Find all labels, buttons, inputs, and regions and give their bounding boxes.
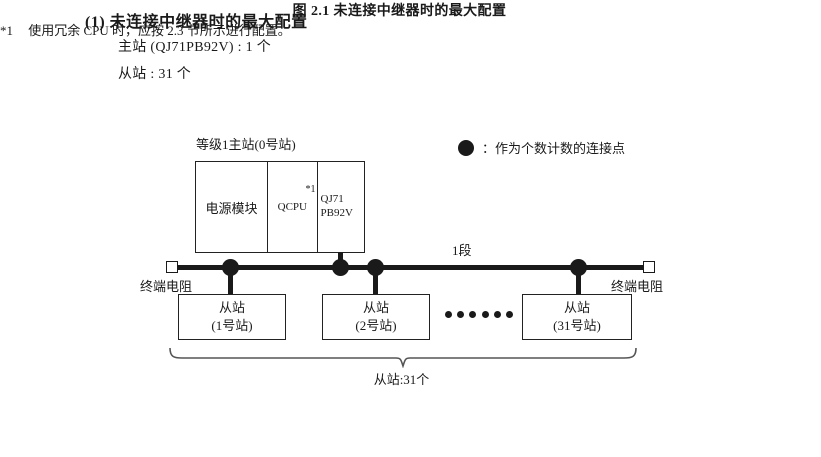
slave-count-text: 从站:31个 xyxy=(373,372,430,387)
slave-station-number: (1号站) xyxy=(211,318,253,333)
slave-station-box: 从站 (2号站) xyxy=(322,294,430,340)
cpu-footnote-mark: *1 xyxy=(305,184,316,195)
figure-caption-text: 图 2.1 未连接中继器时的最大配置 xyxy=(292,4,507,19)
legend: ：作为个数计数的连接点 xyxy=(458,138,625,157)
ellipsis-dot xyxy=(505,311,513,318)
segment-label: 1段 xyxy=(452,243,472,258)
figure-caption: 图 2.1 未连接中继器时的最大配置 xyxy=(0,0,821,20)
rack-cell-network-module: QJ71 PB92V xyxy=(318,162,364,252)
footnote: *1 使用冗余 CPU 时，应按 2.3 节所示进行配置。 xyxy=(0,20,821,39)
slave-drop-lead xyxy=(373,268,378,295)
terminator-right-label: 终端电阻 xyxy=(611,279,664,294)
section-number: (1) xyxy=(85,14,106,31)
power-module-label: 电源模块 xyxy=(205,200,258,216)
terminator-left-label: 终端电阻 xyxy=(140,279,193,294)
slave-station-box: 从站 (1号站) xyxy=(178,294,286,340)
slave-group-brace xyxy=(168,346,638,368)
bus-trunk-line xyxy=(175,265,645,270)
terminator-left-icon xyxy=(166,261,178,273)
slave-station-number: (2号站) xyxy=(355,318,397,333)
slave-station-box: 从站 (31号站) xyxy=(522,294,632,340)
connection-node-icon xyxy=(367,259,384,276)
ellipsis-dot xyxy=(445,311,452,318)
master-station-label: 等级1主站(0号站) xyxy=(196,137,296,152)
terminator-right-icon xyxy=(643,261,655,273)
slave-name: 从站 xyxy=(563,300,590,316)
slave-drop-lead xyxy=(576,268,581,295)
connection-node-icon xyxy=(570,259,587,276)
section-heading: (1) 未连接中继器时的最大配置 xyxy=(85,8,308,32)
connection-node-icon xyxy=(222,259,239,276)
ellipsis-dot xyxy=(469,311,477,318)
slave-drop-lead xyxy=(228,268,233,295)
rack-cell-power-module: 电源模块 xyxy=(196,162,269,252)
footnote-mark: *1 xyxy=(0,23,13,38)
master-rack: 电源模块 QCPU *1 QJ71 PB92V xyxy=(195,161,365,253)
slave-station-number: (31号站) xyxy=(553,318,601,333)
spec-line-master: 主站 (QJ71PB92V) : 1 个 xyxy=(118,40,272,55)
cpu-label: QCPU xyxy=(277,201,307,213)
slave-name: 从站 xyxy=(362,300,389,316)
ellipsis-dot xyxy=(457,311,465,318)
ellipsis-dot xyxy=(493,311,501,318)
rack-cell-cpu: QCPU *1 xyxy=(268,162,318,252)
slave-count-label: 从站:31个 xyxy=(0,369,821,388)
network-module-label-line1: QJ71 xyxy=(320,193,344,206)
network-module-label-line2: PB92V xyxy=(320,207,353,219)
ellipsis-dot xyxy=(481,311,489,318)
section-title: 未连接中继器时的最大配置 xyxy=(109,14,308,31)
legend-text: ：作为个数计数的连接点 xyxy=(482,141,626,156)
footnote-text: 使用冗余 CPU 时，应按 2.3 节所示进行配置。 xyxy=(28,23,291,38)
connection-node-icon xyxy=(332,259,349,276)
spec-line-slave: 从站 : 31 个 xyxy=(118,67,192,82)
slave-name: 从站 xyxy=(218,300,245,316)
filled-circle-icon xyxy=(458,139,474,156)
ellipsis-dots xyxy=(445,311,513,318)
